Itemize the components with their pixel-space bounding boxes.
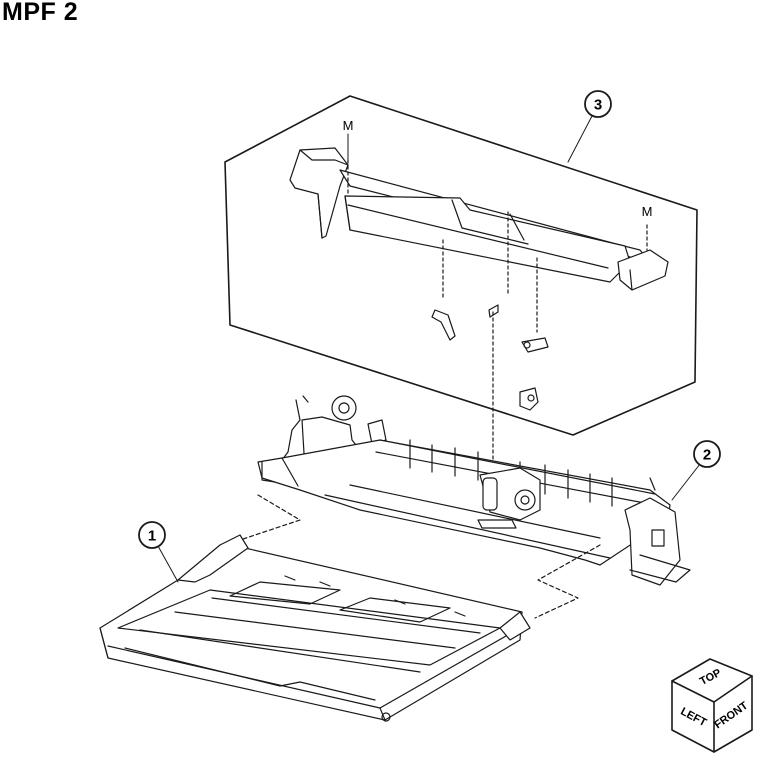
leader-line-1: [157, 545, 179, 583]
callout-1: 1: [138, 521, 166, 549]
orientation-cube: TOP LEFT FRONT: [671, 658, 753, 753]
part-1-mpf-tray: [99, 534, 531, 722]
callout-3: 3: [584, 90, 612, 118]
leader-line-2: [671, 463, 701, 501]
placement-guides: [239, 494, 601, 619]
callout-3-label: 3: [594, 97, 602, 114]
assembly-3-frame: [224, 95, 698, 436]
callout-1-label: 1: [148, 528, 156, 545]
callout-2: 2: [693, 440, 721, 468]
leader-line-3: [567, 115, 593, 163]
callout-2-label: 2: [703, 447, 711, 464]
marker-m-right: M: [642, 204, 653, 219]
page-title: MPF 2: [2, 0, 79, 26]
part-3-feed-guide: [289, 147, 669, 461]
part-2-tray-frame: [257, 395, 691, 586]
marker-m-left: M: [343, 118, 354, 133]
leader-lines: [157, 115, 701, 583]
